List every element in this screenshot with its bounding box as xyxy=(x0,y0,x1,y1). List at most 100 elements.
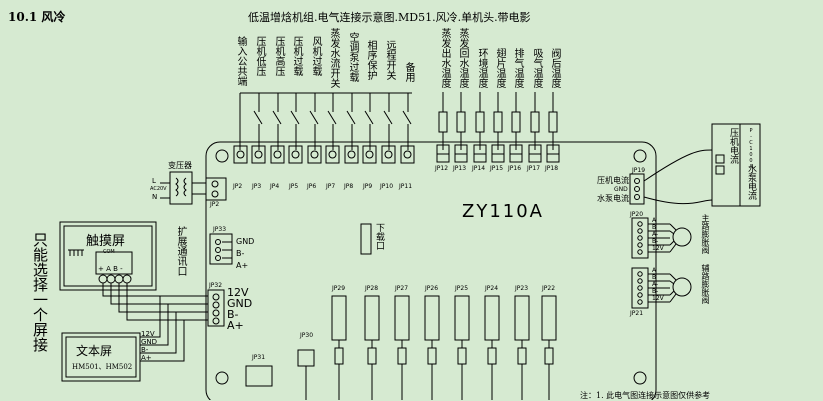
side-note: 只能选择一个屏接 xyxy=(31,232,49,352)
port-jp28: JP28 xyxy=(365,285,379,292)
transformer-label: 变压器 xyxy=(168,161,192,170)
input-label-phase-protection: 相序保护 xyxy=(365,40,376,80)
transformer-port: JP2 xyxy=(210,201,220,208)
temp-label-ambient: 环境温度 xyxy=(476,48,487,88)
jp20-pin-a: A xyxy=(652,217,657,224)
jp33-terminal xyxy=(209,233,233,265)
jp20-pin-12v: 12V xyxy=(652,245,664,252)
jp32-pin-a: A+ xyxy=(227,319,244,332)
port-jp25: JP25 xyxy=(455,285,469,292)
port-jp5: JP5 xyxy=(289,183,299,190)
jp31-terminal xyxy=(245,365,273,387)
expansion-pin-gnd: GND xyxy=(236,237,255,246)
touch-screen-com: COM xyxy=(103,249,115,255)
text-screen-title: 文本屏 xyxy=(76,344,113,358)
expansion-pin-b: B- xyxy=(236,249,245,258)
jp32-pin-gnd: GND xyxy=(227,297,253,310)
expansion-label: 扩展通讯口 xyxy=(175,226,186,276)
jp2-power-terminal xyxy=(205,177,227,201)
jp20-terminal xyxy=(631,217,649,259)
transformer-l: L xyxy=(152,177,156,185)
jp21-pin-a-neg: A- xyxy=(652,281,659,288)
jp19-terminal xyxy=(629,173,645,205)
port-jp16: JP16 xyxy=(508,165,522,172)
section-heading: 10.1 风冷 xyxy=(8,10,66,24)
jp32-pin-b: B- xyxy=(227,308,239,321)
jp32-port: JP32 xyxy=(209,282,223,289)
port-jp8: JP8 xyxy=(344,183,354,190)
jp21-terminal xyxy=(631,267,649,309)
jp21-pin-b: B xyxy=(652,274,657,281)
mount-hole-top-right xyxy=(633,149,647,163)
text-screen-pin-b: B- xyxy=(141,346,149,354)
jp21-valve-label: 辅路膨胀阀 xyxy=(701,264,710,304)
mount-hole-bottom-right xyxy=(633,371,647,385)
input-label-low-pressure: 压机低压 xyxy=(254,36,265,76)
ct-label-compressor: 压机电流 xyxy=(728,128,738,164)
port-jp2: JP2 xyxy=(233,183,243,190)
jp20-valve-label: 主路膨胀阀 xyxy=(701,214,710,254)
jp21-pin-a: A xyxy=(652,267,657,274)
input-label-fan-overload: 风机过载 xyxy=(310,36,321,76)
jp20-pin-b-neg: B- xyxy=(652,238,659,245)
port-jp15: JP15 xyxy=(490,165,504,172)
jp20-pin-a-neg: A- xyxy=(652,231,659,238)
jp19-label-compressor: 压机电流 xyxy=(597,176,629,185)
controller-board-outline xyxy=(205,141,657,400)
aux-exv-coil xyxy=(672,277,692,297)
port-jp3: JP3 xyxy=(252,183,262,190)
port-jp10: JP10 xyxy=(380,183,394,190)
touch-screen-title: 触摸屏 xyxy=(86,234,126,249)
input-label-spare: 备用 xyxy=(403,62,414,82)
download-port-label: 下载口 xyxy=(374,223,384,250)
input-label-high-pressure: 压机高压 xyxy=(273,36,284,76)
text-screen-pin-a: A+ xyxy=(141,354,152,362)
port-jp12: JP12 xyxy=(435,165,449,172)
temp-label-suction: 吸气温度 xyxy=(531,48,542,88)
touch-screen-pins: + A B - xyxy=(98,265,123,273)
touch-screen-box xyxy=(59,221,157,291)
port-jp9: JP9 xyxy=(363,183,373,190)
jp19-label-pump: 水泵电流 xyxy=(597,194,629,203)
ct-model: P-C100A xyxy=(748,128,754,170)
port-jp7: JP7 xyxy=(326,183,336,190)
jp21-pin-12v: 12V xyxy=(652,295,664,302)
port-jp31: JP31 xyxy=(252,354,266,361)
port-jp11: JP11 xyxy=(399,183,413,190)
text-screen-box xyxy=(61,332,141,382)
jp32-terminal xyxy=(207,289,225,327)
text-screen-models: HM501、HM502 xyxy=(72,363,133,371)
jp32-pin-12v: 12V xyxy=(227,286,249,299)
port-jp23: JP23 xyxy=(515,285,529,292)
input-terminals xyxy=(233,145,415,164)
temp-label-discharge: 排气温度 xyxy=(512,48,523,88)
port-jp22: JP22 xyxy=(542,285,556,292)
transformer-box xyxy=(169,171,193,205)
transformer-voltage: AC20V xyxy=(150,186,167,192)
port-jp6: JP6 xyxy=(307,183,317,190)
input-label-common: 输入公共端 xyxy=(235,36,246,86)
port-jp17: JP17 xyxy=(527,165,541,172)
expansion-port: JP33 xyxy=(213,226,227,233)
main-exv-coil xyxy=(672,227,692,247)
port-jp24: JP24 xyxy=(485,285,499,292)
port-jp29: JP29 xyxy=(332,285,346,292)
temp-label-fin: 翅片温度 xyxy=(494,48,505,88)
footnote: 注：1. 此电气图连接示意图仅供参考 xyxy=(580,391,711,400)
temp-label-evap-return: 蒸发回水温度 xyxy=(457,28,468,88)
diagram-title: 低温增焓机组.电气连接示意图.MD51.风冷.单机头.带电影 xyxy=(248,11,531,24)
input-label-pump-overload: 空调泵过载 xyxy=(347,32,358,82)
relay-outputs xyxy=(297,295,557,400)
port-jp14: JP14 xyxy=(472,165,486,172)
transformer-n: N xyxy=(152,193,158,201)
jp19-port: JP19 xyxy=(632,167,646,174)
ct-label-pump: 水泵电流 xyxy=(746,164,756,200)
temperature-sensors xyxy=(438,92,558,150)
text-screen-pin-12v: 12V xyxy=(141,330,155,338)
text-screen-pin-gnd: GND xyxy=(141,338,158,346)
port-jp18: JP18 xyxy=(545,165,559,172)
port-jp26: JP26 xyxy=(425,285,439,292)
jp19-label-gnd: GND xyxy=(614,186,628,193)
input-switches xyxy=(253,93,412,150)
